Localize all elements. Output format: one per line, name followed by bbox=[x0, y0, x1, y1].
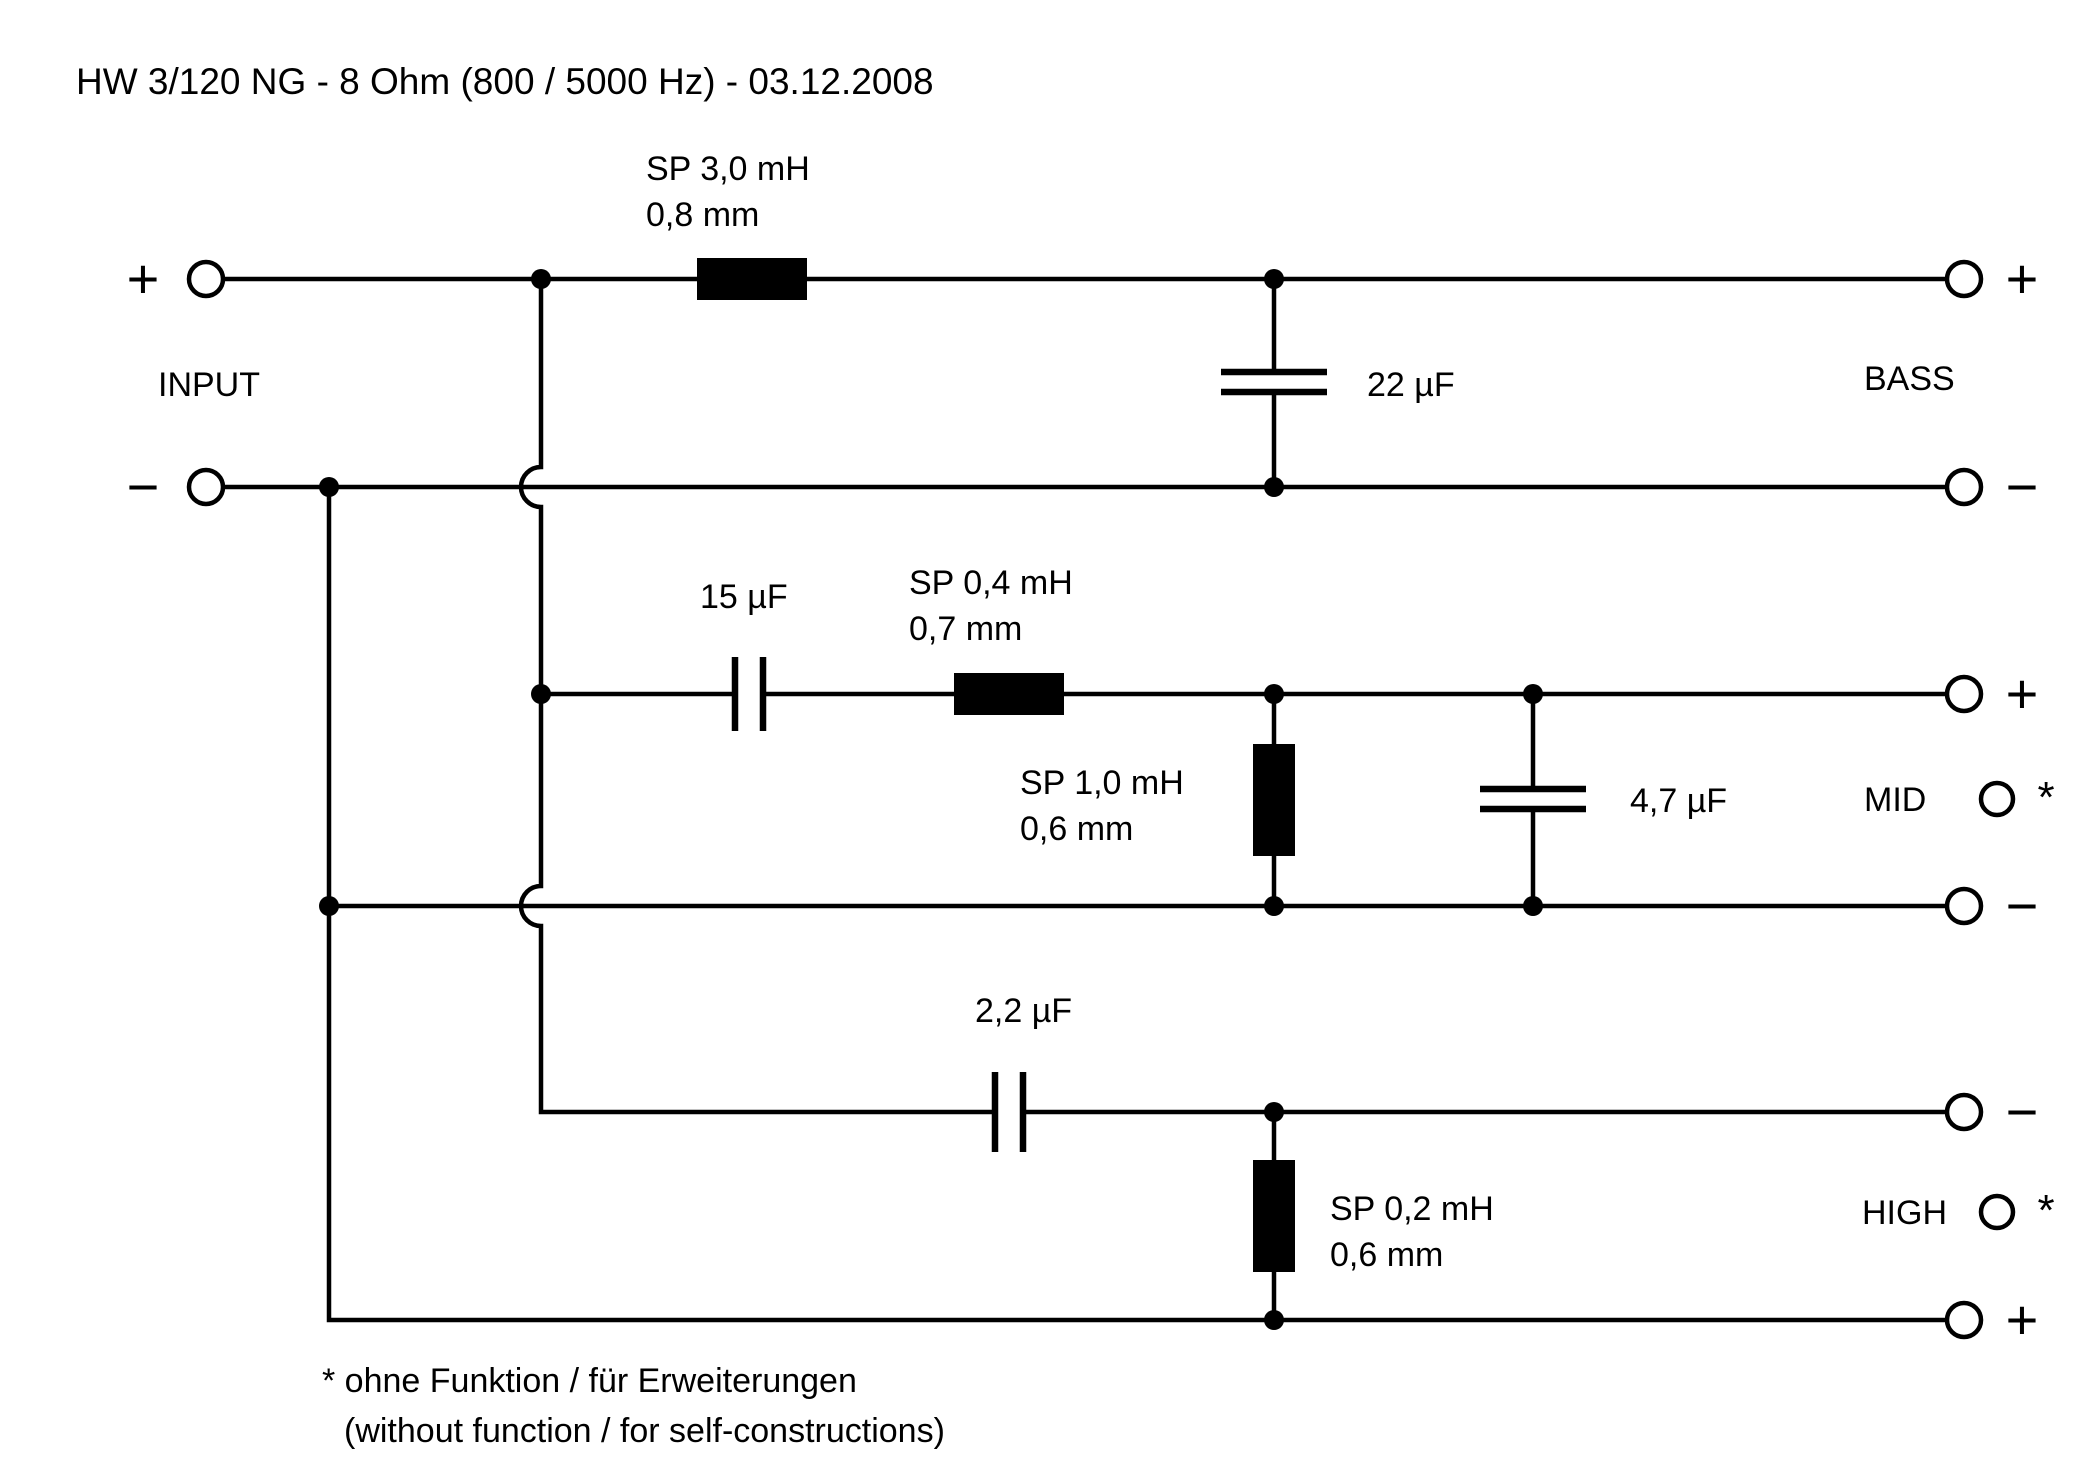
junction-dot bbox=[1264, 684, 1284, 704]
terminal-high-minus bbox=[1944, 1092, 1984, 1132]
inductor-bass-series-wire: 0,8 mm bbox=[646, 196, 759, 234]
junction-dot bbox=[1264, 477, 1284, 497]
terminal-high-unused bbox=[1978, 1193, 2016, 1231]
high-minus-sign: − bbox=[2006, 1080, 2039, 1143]
footnote-line1: * ohne Funktion / für Erweiterungen bbox=[322, 1362, 857, 1400]
capacitor-high-series-plates bbox=[991, 1072, 1027, 1152]
inductor-high-shunt-value: SP 0,2 mH bbox=[1330, 1190, 1494, 1228]
terminal-input-minus bbox=[186, 467, 226, 507]
input-label: INPUT bbox=[158, 366, 260, 404]
inductor-bass-series-value: SP 3,0 mH bbox=[646, 150, 810, 188]
capacitor-mid-shunt-plates bbox=[1480, 785, 1586, 813]
footnote-line2: (without function / for self-constructio… bbox=[344, 1412, 945, 1450]
capacitor-high-series-value: 2,2 µF bbox=[975, 992, 1072, 1030]
schematic-title: HW 3/120 NG - 8 Ohm (800 / 5000 Hz) - 03… bbox=[76, 61, 934, 102]
junction-dot bbox=[531, 684, 551, 704]
junction-dot bbox=[1264, 896, 1284, 916]
inductor-bass-series bbox=[697, 258, 807, 300]
terminal-input-plus bbox=[186, 259, 226, 299]
high-label: HIGH bbox=[1862, 1194, 1947, 1232]
junction-dot bbox=[319, 896, 339, 916]
junction-dot bbox=[531, 269, 551, 289]
mid-plus-sign: + bbox=[2006, 662, 2039, 725]
inductor-mid-shunt bbox=[1253, 744, 1295, 856]
inductor-mid-series-value: SP 0,4 mH bbox=[909, 564, 1073, 602]
bass-minus-sign: − bbox=[2006, 455, 2039, 518]
terminal-bass-plus bbox=[1944, 259, 1984, 299]
mid-minus-sign: − bbox=[2006, 874, 2039, 937]
junction-dot bbox=[1264, 1102, 1284, 1122]
junction-dot bbox=[319, 477, 339, 497]
capacitor-mid-shunt-value: 4,7 µF bbox=[1630, 782, 1727, 820]
bass-plus-sign: + bbox=[2006, 247, 2039, 310]
junction-dots bbox=[319, 269, 1543, 1330]
high-unused-mark: * bbox=[2037, 1186, 2054, 1235]
terminal-mid-unused bbox=[1978, 780, 2016, 818]
wire-minus-branch bbox=[326, 487, 1947, 1323]
junction-dot bbox=[1523, 684, 1543, 704]
input-minus-sign: − bbox=[127, 455, 160, 518]
wire-plus-branch bbox=[518, 279, 995, 1115]
terminal-mid-plus bbox=[1944, 674, 1984, 714]
terminal-bass-minus bbox=[1944, 467, 1984, 507]
capacitor-mid-series-value: 15 µF bbox=[700, 578, 788, 616]
inductor-mid-series-wire: 0,7 mm bbox=[909, 610, 1022, 648]
capacitor-mid-series-plates bbox=[731, 657, 767, 731]
inductor-mid-shunt-value: SP 1,0 mH bbox=[1020, 764, 1184, 802]
input-plus-sign: + bbox=[127, 247, 160, 310]
inductor-mid-series bbox=[954, 673, 1064, 715]
bass-label: BASS bbox=[1864, 360, 1955, 398]
inductor-high-shunt-wire: 0,6 mm bbox=[1330, 1236, 1443, 1274]
capacitor-bass-shunt-value: 22 µF bbox=[1367, 366, 1455, 404]
capacitor-bass-shunt-plates bbox=[1221, 368, 1327, 396]
junction-dot bbox=[1264, 269, 1284, 289]
inductor-mid-shunt-wire: 0,6 mm bbox=[1020, 810, 1133, 848]
inductor-high-shunt bbox=[1253, 1160, 1295, 1272]
high-plus-sign: + bbox=[2006, 1288, 2039, 1351]
junction-dot bbox=[1264, 1310, 1284, 1330]
terminal-mid-minus bbox=[1944, 886, 1984, 926]
mid-unused-mark: * bbox=[2037, 773, 2054, 822]
mid-label: MID bbox=[1864, 781, 1926, 819]
terminal-high-plus bbox=[1944, 1300, 1984, 1340]
junction-dot bbox=[1523, 896, 1543, 916]
